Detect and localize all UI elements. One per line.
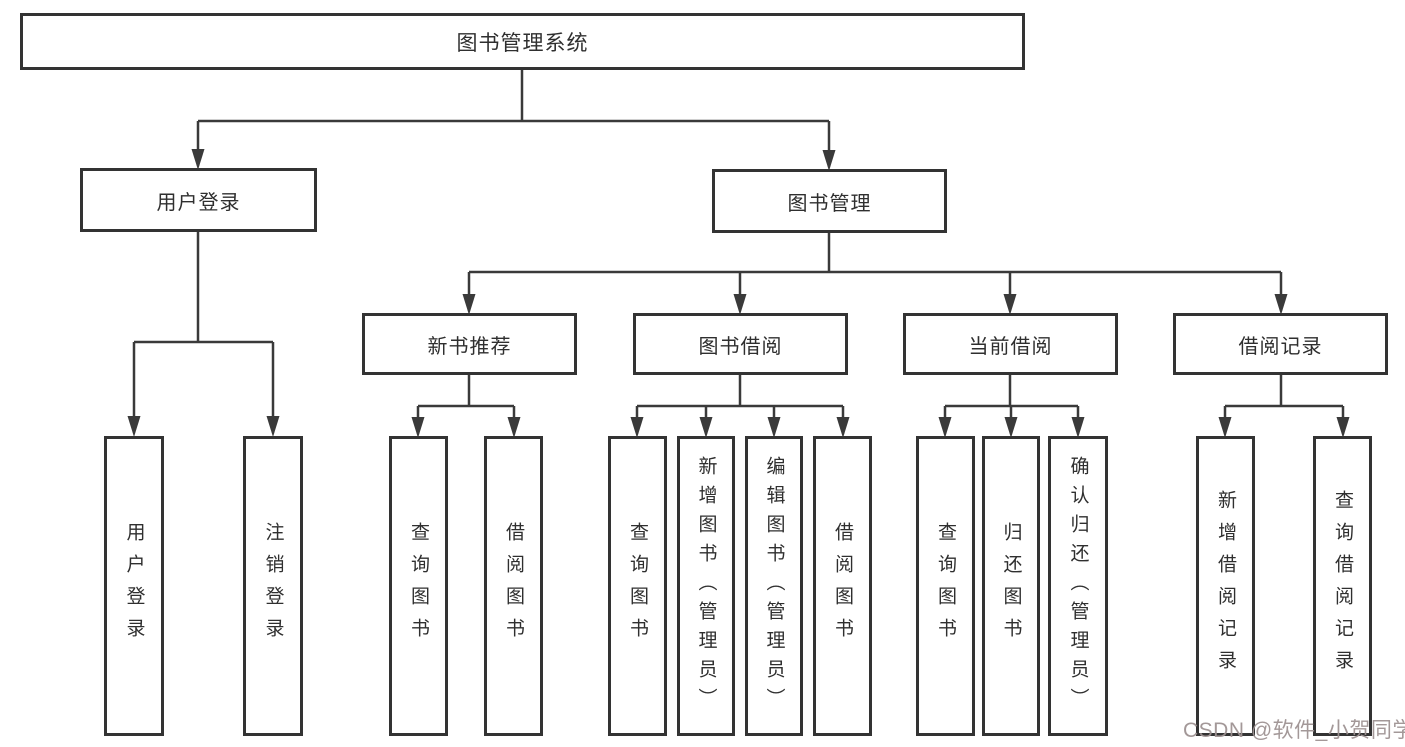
node-label: 图书借阅: [698, 335, 783, 358]
leaf-user-login: 用户登录: [104, 436, 164, 736]
leaf-label: 查询图书: [627, 522, 648, 650]
leaf-edit-books-admin: 编辑图书（管理员）: [745, 436, 803, 736]
leaf-return-books: 归还图书: [982, 436, 1040, 736]
leaf-label: 确认归还（管理员）: [1067, 455, 1089, 717]
node-book-borrow: 图书借阅: [633, 313, 848, 375]
node-user-login: 用户登录: [80, 168, 317, 232]
leaf-label: 编辑图书（管理员）: [763, 455, 785, 717]
leaf-query-books-borrow: 查询图书: [608, 436, 667, 736]
node-label: 图书管理系统: [456, 31, 589, 55]
leaf-label: 借阅图书: [832, 522, 853, 650]
leaf-query-books-recommend: 查询图书: [389, 436, 448, 736]
leaf-query-borrow-record: 查询借阅记录: [1313, 436, 1372, 736]
node-label: 新书推荐: [427, 335, 512, 358]
leaf-label: 查询借阅记录: [1332, 490, 1353, 682]
node-label: 图书管理: [787, 192, 872, 215]
node-new-book-recommend: 新书推荐: [362, 313, 577, 375]
leaf-label: 借阅图书: [503, 522, 524, 650]
node-current-borrow: 当前借阅: [903, 313, 1118, 375]
leaf-add-books-admin: 新增图书（管理员）: [677, 436, 735, 736]
arrowheads: [127, 149, 1350, 438]
leaf-label: 用户登录: [123, 522, 145, 650]
node-library-management-system: 图书管理系统: [20, 13, 1025, 70]
node-label: 用户登录: [156, 191, 241, 214]
leaf-label: 查询图书: [408, 522, 429, 650]
csdn-watermark: CSDN @软件_小贺同学: [1183, 719, 1405, 742]
leaf-label: 新增图书（管理员）: [695, 455, 717, 717]
leaf-label: 归还图书: [1000, 522, 1022, 650]
node-label: 借阅记录: [1238, 335, 1323, 358]
leaf-borrow-books-recommend: 借阅图书: [484, 436, 543, 736]
leaf-label: 查询图书: [935, 522, 956, 650]
leaf-label: 注销登录: [262, 522, 284, 650]
leaf-add-borrow-record: 新增借阅记录: [1196, 436, 1255, 736]
leaf-label: 新增借阅记录: [1215, 490, 1236, 682]
leaf-confirm-return-admin: 确认归还（管理员）: [1048, 436, 1108, 736]
leaf-borrow-books: 借阅图书: [813, 436, 872, 736]
leaf-query-books-current: 查询图书: [916, 436, 975, 736]
leaf-logout: 注销登录: [243, 436, 303, 736]
node-label: 当前借阅: [968, 335, 1053, 358]
node-book-management: 图书管理: [712, 169, 947, 233]
node-borrow-records: 借阅记录: [1173, 313, 1388, 375]
